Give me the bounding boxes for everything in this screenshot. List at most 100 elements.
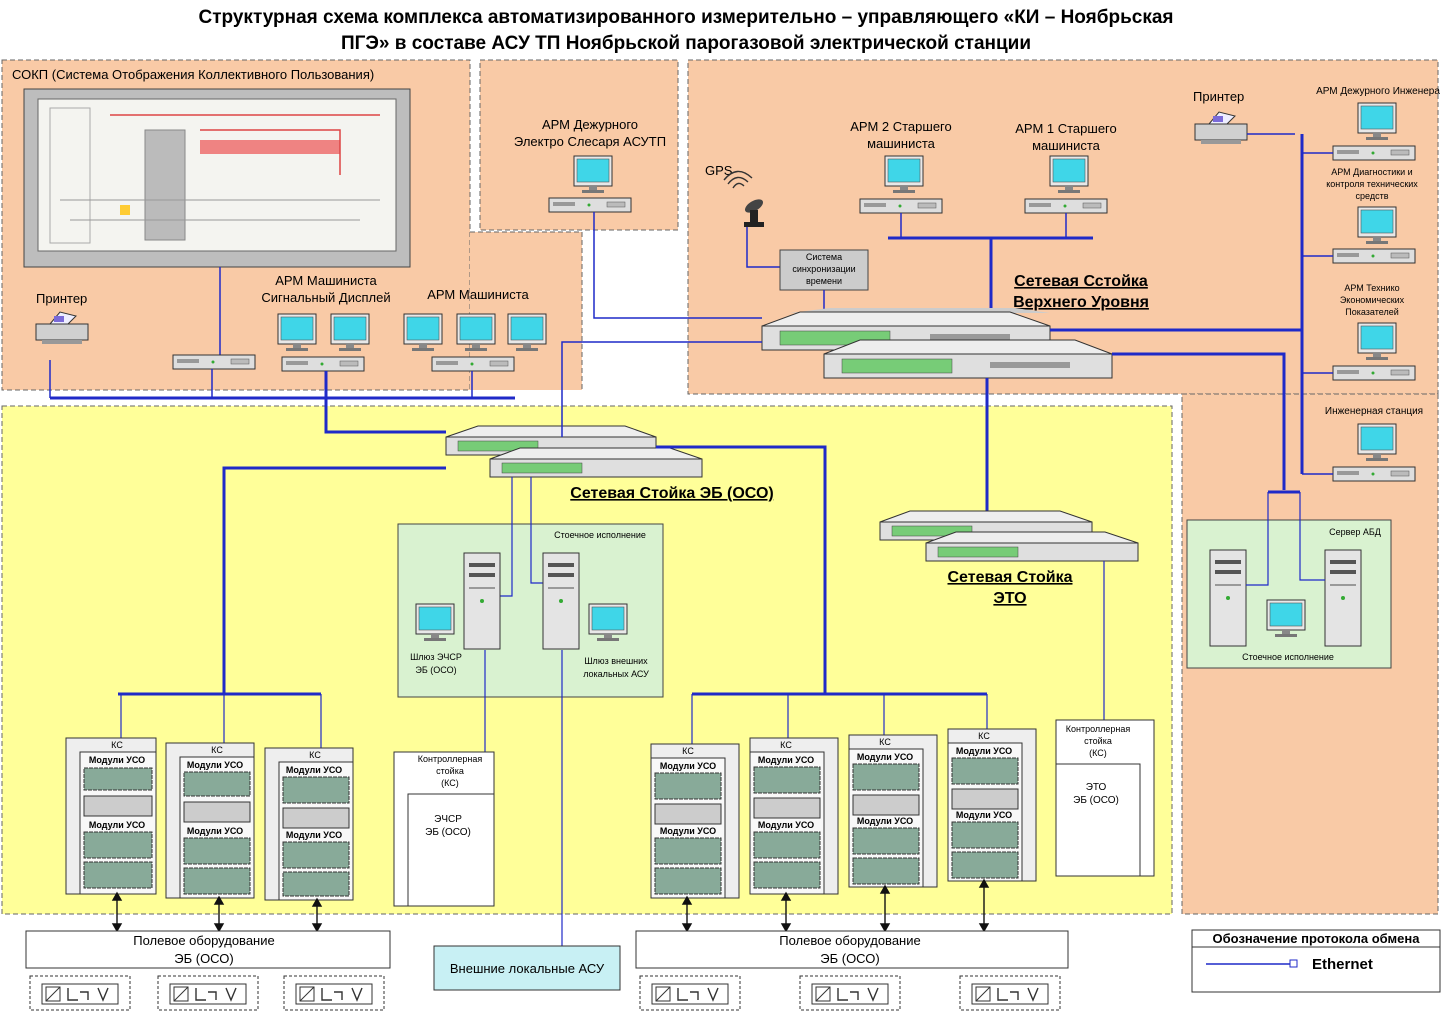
cabinet-ks-7-label: КС [978, 731, 990, 741]
cabinet-ks-5-modules-1: Модули УСО [758, 755, 814, 765]
field-left-label-1: Полевое оборудование [133, 933, 274, 948]
gw-echsr-tower [463, 552, 501, 650]
sensor-group-6 [959, 975, 1061, 1011]
eto-rack-label-2: ЭТО [993, 590, 1026, 607]
cabinet-ks-6-modules-2: Модули УСО [857, 816, 913, 826]
upper-rack-label-2: Верхнего Уровня [1013, 294, 1149, 311]
gw-ext-tower [542, 552, 580, 650]
cabinet-ks-7-modules-2: Модули УСО [956, 810, 1012, 820]
gps-label: GPS [705, 163, 733, 178]
rack-exec-label: Стоечное исполнение [554, 530, 646, 540]
server-abd-tower-2 [1324, 549, 1362, 647]
eto-rack-label-1: Сетевая Стойка [948, 569, 1073, 586]
controller-rack-eto-label-1: Контроллерная [1066, 724, 1131, 734]
gw-echsr-label-1: Шлюз ЭЧСР [410, 652, 462, 662]
server-abd-exec-label: Стоечное исполнение [1242, 652, 1334, 662]
controller-rack-echsr-label-1: Контроллерная [418, 754, 483, 764]
arm-diag-pc [1332, 248, 1416, 264]
sensor-group-4 [639, 975, 741, 1011]
arm-electro-label-2: Электро Слесаря АСУТП [514, 134, 666, 149]
cabinet-ks-2 [165, 742, 255, 899]
cabinet-ks-6-label: КС [879, 737, 891, 747]
legend-title: Обозначение протокола обмена [1213, 931, 1421, 946]
controller-rack-eto-label-3: (КС) [1089, 748, 1107, 758]
cabinet-ks-1-modules-1: Модули УСО [89, 755, 145, 765]
field-arrows [111, 878, 990, 933]
cabinet-ks-5-modules-2: Модули УСО [758, 820, 814, 830]
gw-echsr-label-2: ЭБ (ОСО) [415, 665, 456, 675]
upper-level-switch-2 [823, 339, 1113, 379]
title-line-2: ПГЭ» в составе АСУ ТП Ноябрьской парогаз… [341, 33, 1031, 54]
gw-ext-label-1: Шлюз внешних [584, 656, 648, 666]
arm-signal-pc [281, 356, 365, 372]
cabinet-ks-3-modules-2: Модули УСО [286, 830, 342, 840]
arm-engineer-pc [1332, 145, 1416, 161]
controller-rack-echsr-label-2: стойка [436, 766, 464, 776]
arm1-label-1: АРМ 1 Старшего [1015, 121, 1116, 136]
time-sync-label-2: синхронизации [792, 264, 855, 274]
eto-label-1: ЭТО [1086, 782, 1107, 793]
arm-tech-pc [1332, 365, 1416, 381]
cabinet-ks-3 [264, 747, 354, 901]
sensor-group-5 [799, 975, 901, 1011]
time-sync-label-3: времени [806, 276, 842, 286]
gps-antenna-icon [723, 170, 764, 227]
cabinet-ks-2-modules-2: Модули УСО [187, 826, 243, 836]
arm-tech-label-1: АРМ Технико [1344, 283, 1399, 293]
time-sync-label-1: Система [806, 252, 842, 262]
field-right-label-1: Полевое оборудование [779, 933, 920, 948]
sokp-display-wall [23, 88, 411, 268]
server-abd-label: Сервер АБД [1329, 527, 1381, 537]
eb-switch-2 [489, 447, 703, 478]
external-asu-box [433, 945, 621, 991]
field-right-label-2: ЭБ (ОСО) [820, 951, 879, 966]
echsr-label-1: ЭЧСР [434, 814, 462, 825]
printer-left-label: Принтер [36, 291, 87, 306]
title-line-1: Структурная схема комплекса автоматизиро… [198, 7, 1173, 28]
sensor-group-3 [283, 975, 385, 1011]
eto-label-2: ЭБ (ОСО) [1073, 795, 1119, 806]
arm-diag-label-2: контроля технических [1326, 179, 1418, 189]
cabinet-ks-3-modules-1: Модули УСО [286, 765, 342, 775]
arm-tech-label-3: Показателей [1345, 307, 1398, 317]
server-abd-tower-1 [1209, 549, 1247, 647]
cabinet-ks-4 [650, 743, 740, 899]
controller-rack-echsr-label-3: (КС) [441, 778, 459, 788]
field-equipment-right [635, 930, 1069, 969]
sensor-group-2 [157, 975, 259, 1011]
legend-box [1191, 929, 1441, 993]
arm-operator-label: АРМ Машиниста [427, 287, 529, 302]
cabinet-ks-1-modules-2: Модули УСО [89, 820, 145, 830]
arm-operator-pc [431, 356, 515, 372]
cabinet-ks-1-label: КС [111, 740, 123, 750]
arm-electro-label-1: АРМ Дежурного [542, 117, 638, 132]
echsr-label-2: ЭБ (ОСО) [425, 827, 471, 838]
cabinet-ks-5 [749, 737, 839, 895]
external-asu-label: Внешние локальные АСУ [450, 961, 605, 976]
arm1-label-2: машиниста [1032, 138, 1101, 153]
arm2-pc [859, 198, 943, 214]
arm2-label-2: машиниста [867, 136, 936, 151]
eng-station-label: Инженерная станция [1325, 406, 1423, 417]
cabinet-ks-3-label: КС [309, 750, 321, 760]
legend-ethernet-label: Ethernet [1312, 956, 1373, 973]
cabinet-ks-2-label: КС [211, 745, 223, 755]
arm2-label-1: АРМ 2 Старшего [850, 119, 951, 134]
cabinet-ks-1 [65, 737, 157, 895]
gw-ext-label-2: локальных АСУ [583, 669, 649, 679]
cabinet-ks-4-label: КС [682, 746, 694, 756]
arm1-pc [1024, 198, 1108, 214]
sokp-label: СОКП (Система Отображения Коллективного … [12, 67, 374, 82]
arm-signal-label-1: АРМ Машиниста [275, 273, 377, 288]
cabinet-ks-5-label: КС [780, 740, 792, 750]
field-left-label-2: ЭБ (ОСО) [174, 951, 233, 966]
cabinet-ks-7-modules-1: Модули УСО [956, 746, 1012, 756]
cabinet-ks-6 [848, 734, 938, 888]
sensor-group-1 [29, 975, 131, 1011]
pc-box-sokp [172, 354, 256, 370]
upper-rack-label-1: Сетевая Сстойка [1014, 273, 1148, 290]
controller-rack-eto-label-2: стойка [1084, 736, 1112, 746]
arm-signal-label-2: Сигнальный Дисплей [261, 290, 390, 305]
arm-diag-label-3: средств [1356, 191, 1389, 201]
